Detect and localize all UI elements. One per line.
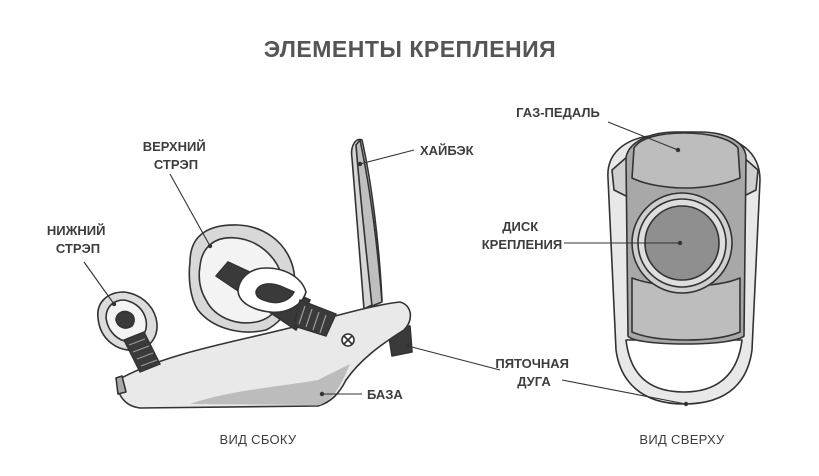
side-view-illustration [83, 138, 501, 409]
upper-strap-label: ВЕРХНИЙ СТРЭП [143, 139, 210, 172]
top-view-caption: ВИД СВЕРХУ [639, 432, 725, 447]
highback-leader [359, 149, 415, 165]
highback-label: ХАЙБЭК [420, 143, 474, 158]
top-view-illustration [561, 121, 761, 407]
heelcup-leader [407, 345, 501, 371]
heelcup-label: ПЯТОЧНАЯ ДУГА [495, 356, 572, 389]
highback-shape [350, 138, 383, 310]
disc-label: ДИСК КРЕПЛЕНИЯ [482, 219, 563, 252]
gas-pedal-shape [631, 132, 741, 189]
upper-strap-leader [169, 173, 211, 247]
gas-pedal-label: ГАЗ-ПЕДАЛЬ [516, 105, 600, 120]
lower-strap-leader [83, 261, 115, 305]
side-view-caption: ВИД СБОКУ [220, 432, 297, 447]
diagram-title: ЭЛЕМЕНТЫ КРЕПЛЕНИЯ [264, 36, 556, 62]
upper-strap-shape [188, 224, 337, 337]
base-label: БАЗА [367, 387, 403, 402]
gas-pedal-leader [607, 121, 679, 151]
lower-strap-shape [97, 291, 161, 373]
lower-strap-label: НИЖНИЙ СТРЭП [47, 223, 109, 256]
top-heelcup-leader [561, 379, 687, 405]
base-shape [115, 301, 412, 409]
